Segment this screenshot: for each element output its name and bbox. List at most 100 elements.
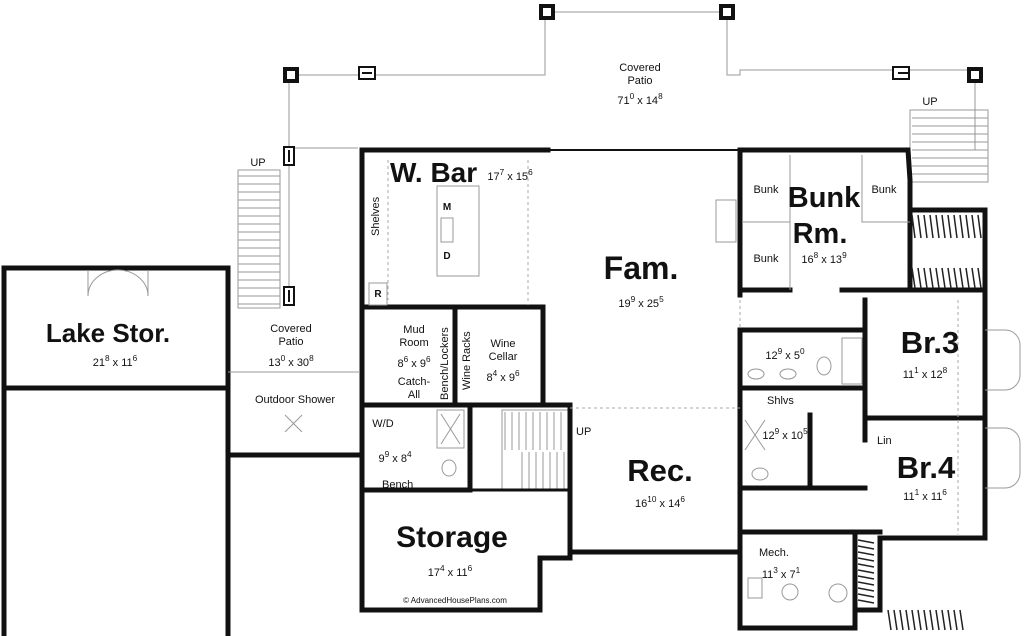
dim-part: 11	[121, 357, 132, 369]
dim-sep: x	[778, 569, 790, 581]
dim-part: 10	[647, 495, 657, 504]
bunk-rm-label: Rm.	[793, 218, 848, 250]
dim-part: 11	[903, 369, 914, 381]
dim-part: 8	[658, 92, 663, 101]
dishwasher-label: D	[443, 251, 450, 262]
dim-part: 8	[401, 453, 407, 465]
bunk-label: Bunk	[753, 253, 779, 265]
dim-part: 12	[930, 369, 942, 381]
dim-part: 11	[931, 491, 942, 503]
room-dimensions: 218 x 116	[93, 354, 138, 369]
dim-part: 9	[631, 295, 636, 304]
mud-room-label: Mud	[403, 324, 424, 336]
dim-part: 12	[762, 430, 774, 442]
dim-part: 21	[93, 357, 105, 369]
dim-sep: x	[818, 254, 830, 266]
dim-sep: x	[389, 453, 401, 465]
room-dimensions: 710 x 148	[617, 92, 663, 107]
washer-dryer-label: W/D	[372, 418, 393, 430]
wine-cellar-label: Cellar	[489, 351, 518, 363]
dim-part: 13	[830, 254, 842, 266]
dim-part: 9	[778, 347, 783, 356]
dim-part: 11	[456, 567, 467, 579]
dim-part: 16	[635, 498, 647, 510]
dim-sep: x	[110, 357, 122, 369]
dim-part: 9	[420, 358, 426, 370]
dim-part: 9	[385, 450, 390, 459]
covered-patio-side-label: Covered	[270, 323, 312, 335]
dim-part: 4	[440, 564, 445, 573]
dim-part: 7	[789, 569, 795, 581]
room-dimensions: 130 x 308	[268, 354, 314, 369]
room-dimensions: 1610 x 146	[635, 495, 685, 510]
bunk-label: Bunk	[753, 184, 779, 196]
dim-part: 19	[618, 298, 630, 310]
dim-part: 17	[487, 171, 499, 183]
dim-part: 9	[509, 372, 515, 384]
catch-all-label: All	[408, 389, 420, 401]
dim-part: 3	[773, 566, 778, 575]
dim-part: 5	[794, 350, 800, 362]
room-dimensions: 86 x 96	[397, 355, 430, 370]
dim-part: 6	[528, 168, 533, 177]
dim-part: 1	[914, 366, 919, 375]
dim-part: 71	[617, 95, 629, 107]
dim-part: 9	[842, 251, 847, 260]
dim-part: 5	[659, 295, 664, 304]
covered-patio-top-label: Covered	[619, 62, 661, 74]
shelves-label: Shelves	[370, 196, 382, 236]
dim-part: 0	[281, 354, 286, 363]
patio-structure	[283, 4, 983, 306]
bench-label: Bench	[382, 479, 413, 491]
dim-sep: x	[919, 491, 931, 503]
dim-part: 25	[647, 298, 659, 310]
dim-part: 6	[942, 488, 947, 497]
mud-room-label: Room	[399, 337, 428, 349]
dim-part: 1	[796, 566, 801, 575]
dim-part: 9	[378, 453, 384, 465]
room-dimensions: 84 x 96	[486, 369, 519, 384]
covered-patio-top-label: Patio	[627, 75, 652, 87]
dim-part: 13	[268, 357, 280, 369]
dim-part: 4	[493, 369, 498, 378]
dim-part: 9	[775, 427, 780, 436]
dim-part: 4	[407, 450, 412, 459]
mech-label: Mech.	[759, 547, 789, 559]
dim-sep: x	[445, 567, 457, 579]
dim-part: 1	[915, 488, 920, 497]
room-dimensions: 199 x 255	[618, 295, 664, 310]
dim-sep: x	[919, 369, 931, 381]
dim-sep: x	[634, 95, 646, 107]
wine-cellar-label: Wine	[490, 338, 515, 350]
dim-part: 6	[426, 355, 431, 364]
br3-label: Br.3	[901, 325, 960, 360]
w-bar-label: W. Bar	[390, 157, 477, 188]
dim-part: 17	[428, 567, 440, 579]
lake-stor-label: Lake Stor.	[46, 318, 170, 348]
dim-part: 10	[791, 430, 803, 442]
dim-sep: x	[408, 358, 420, 370]
wine-racks-label: Wine Racks	[461, 331, 473, 390]
catch-all-label: Catch-	[398, 376, 431, 388]
dim-part: 7	[500, 168, 505, 177]
storage-label: Storage	[396, 521, 508, 554]
dim-part: 6	[515, 369, 520, 378]
dim-part: 14	[668, 498, 680, 510]
walls	[1, 147, 988, 636]
microwave-label: M	[443, 202, 451, 213]
room-dimensions: 177 x 156	[487, 168, 533, 183]
dim-part: 14	[646, 95, 658, 107]
dim-part: 30	[297, 357, 309, 369]
dim-part: 8	[105, 354, 110, 363]
stair-up-label: UP	[922, 96, 937, 108]
rec-label: Rec.	[627, 453, 692, 488]
br4-label: Br.4	[897, 450, 956, 485]
outdoor-shower-label: Outdoor Shower	[255, 394, 335, 406]
room-dimensions: 113 x 71	[762, 566, 801, 581]
shelves-label: Shlvs	[767, 395, 794, 407]
dim-part: 12	[765, 350, 777, 362]
room-dimensions: 129 x 105	[762, 427, 808, 442]
dim-part: 0	[800, 347, 805, 356]
refrigerator-label: R	[374, 289, 382, 300]
